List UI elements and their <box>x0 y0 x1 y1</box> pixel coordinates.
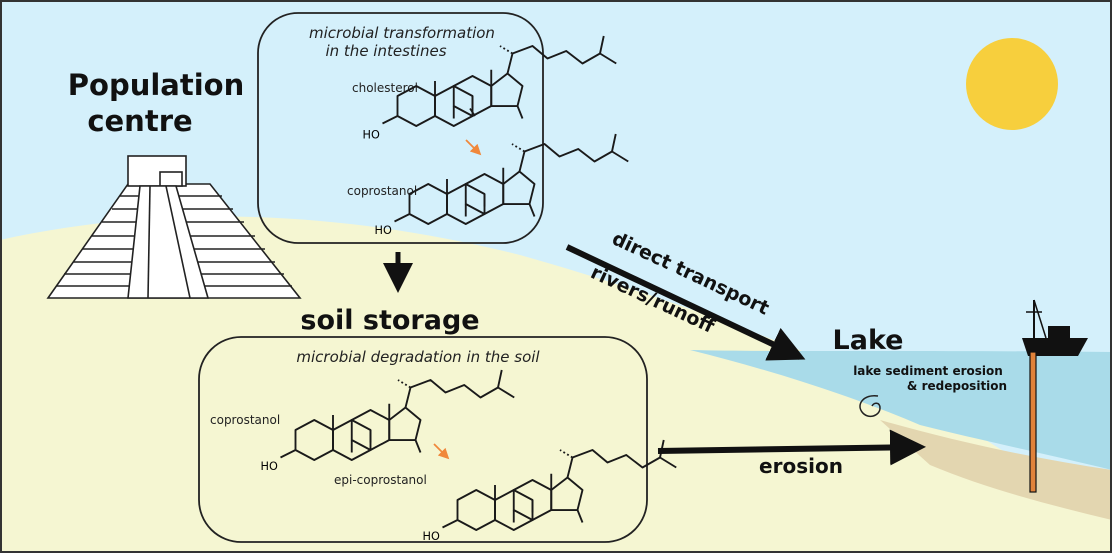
cholesterol-label: cholesterol <box>352 81 418 95</box>
intestine-caption-line1: microbial transformation <box>309 24 495 42</box>
soil-reaction-arrow <box>433 443 450 460</box>
intestine-box <box>257 12 544 244</box>
intestine-caption-line2: in the intestines <box>325 42 446 60</box>
lake-note-line2: & redeposition <box>907 379 1007 393</box>
epi-coprostanol-structure: HO <box>423 439 678 543</box>
soil-storage-title: soil storage <box>300 305 479 336</box>
coprostanol-label-bottom: coprostanol <box>210 413 280 427</box>
svg-text:HO: HO <box>363 129 380 142</box>
sun <box>966 38 1058 130</box>
lake-water <box>690 350 1112 470</box>
boat-icon <box>1022 299 1088 356</box>
soil-box <box>198 336 648 543</box>
lake-note-line1: lake sediment erosion <box>853 364 1003 378</box>
direct-transport-arrow <box>565 244 806 361</box>
lake-title: Lake <box>833 325 904 356</box>
land <box>0 216 1112 553</box>
svg-text:HO: HO <box>375 224 392 237</box>
erosion-label: erosion <box>759 454 843 478</box>
epi-coprostanol-label: epi-coprostanol <box>334 473 427 487</box>
erosion-arrow <box>657 429 926 466</box>
sediment-core <box>1029 351 1037 493</box>
lake-sediment <box>880 420 1112 520</box>
soil-caption: microbial degradation in the soil <box>296 348 540 366</box>
population-centre-title-line2: centre <box>87 104 192 138</box>
svg-text:HO: HO <box>261 460 278 473</box>
coprostanol-structure-bottom: HO <box>261 369 516 473</box>
coprostanol-label-top: coprostanol <box>347 184 417 198</box>
coprostanol-structure-top: HO <box>375 133 630 237</box>
intestine-reaction-arrow <box>465 139 482 156</box>
svg-text:HO: HO <box>423 530 440 543</box>
population-centre-title-line1: Population <box>68 68 244 102</box>
circulation-icon <box>859 395 881 418</box>
cholesterol-structure: HO <box>363 35 618 142</box>
pyramid-icon <box>46 155 302 299</box>
